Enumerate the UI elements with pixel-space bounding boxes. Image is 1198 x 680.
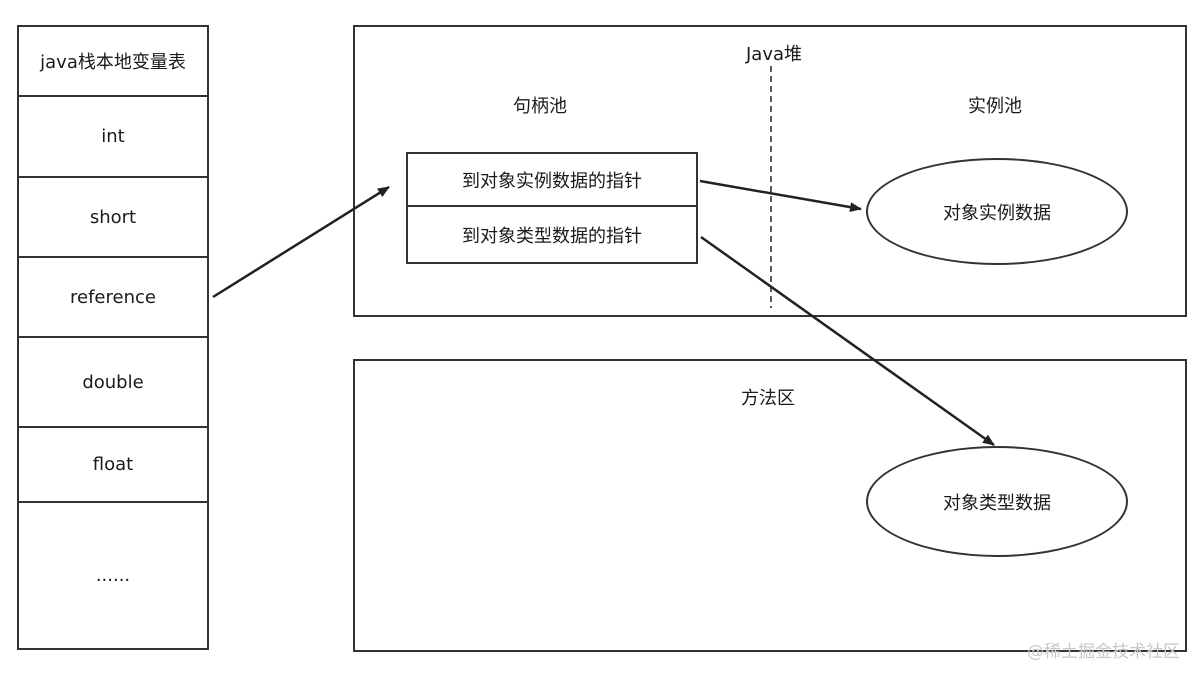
handle-row-instance-pointer: 到对象实例数据的指针: [408, 154, 696, 207]
stack-cell-int: int: [19, 97, 207, 178]
type-data-label: 对象类型数据: [943, 492, 1051, 514]
handle-row-type-pointer: 到对象类型数据的指针: [408, 207, 696, 262]
stack-cell-label: int: [101, 126, 125, 147]
local-variable-table: java栈本地变量表 int short reference double fl…: [17, 25, 209, 650]
stack-cell-label: short: [89, 206, 137, 228]
stack-cell-double: double: [19, 338, 207, 428]
stack-cell-float: float: [19, 428, 207, 503]
stack-cell-ellipsis: ......: [19, 503, 207, 648]
stack-title: java栈本地变量表: [40, 52, 186, 73]
handle-row-label: 到对象实例数据的指针: [462, 170, 642, 192]
stack-cell-label: float: [92, 454, 134, 475]
type-data-ellipse: 对象类型数据: [866, 446, 1128, 557]
stack-cell-label: double: [82, 371, 144, 393]
handle-pool-box: 到对象实例数据的指针 到对象类型数据的指针: [406, 152, 698, 264]
handle-pool-label: 句柄池: [513, 96, 567, 117]
stack-title-cell: java栈本地变量表: [19, 27, 207, 97]
method-area-title: 方法区: [741, 388, 795, 409]
watermark-text: @稀土掘金技术社区: [1027, 642, 1180, 662]
instance-pool-label: 实例池: [968, 96, 1022, 117]
stack-cell-label: ......: [95, 565, 131, 586]
java-heap-title: Java堆: [745, 44, 803, 65]
stack-cell-short: short: [19, 178, 207, 258]
instance-data-ellipse: 对象实例数据: [866, 158, 1128, 265]
instance-data-label: 对象实例数据: [943, 202, 1051, 224]
stack-cell-label: reference: [70, 286, 156, 308]
stack-cell-reference: reference: [19, 258, 207, 338]
handle-row-label: 到对象类型数据的指针: [462, 225, 642, 247]
